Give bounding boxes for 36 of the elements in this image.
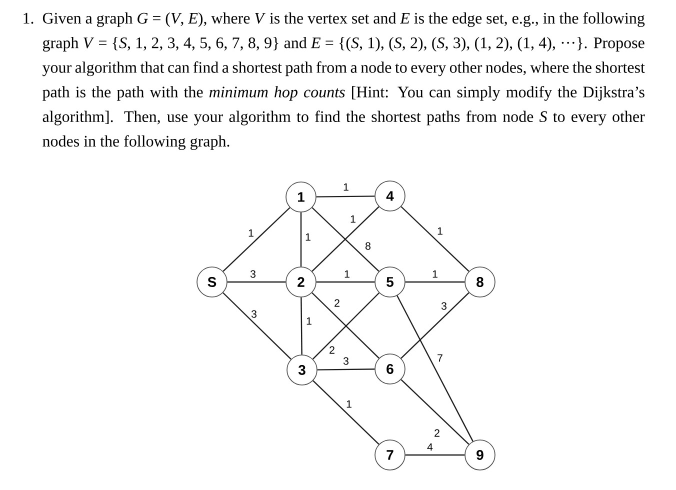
edge-line [222,207,290,272]
edge-label: 1 [306,317,312,325]
edge-label: 1 [438,227,442,235]
edge-label: 1 [344,183,348,191]
edge-label: 2 [334,299,340,307]
edge-line [396,295,474,442]
edge-line [300,297,302,355]
edge-label: 8 [366,242,370,250]
edge-line [316,281,375,283]
edge-line [400,379,470,445]
edge-label: 1 [432,270,438,278]
edge-line [222,292,292,360]
edge-label: 3 [251,310,256,318]
edge-label: 2 [330,346,334,354]
edge-label: 4 [427,443,433,451]
edge-label: 3 [441,302,446,310]
edge-line [227,281,286,283]
edge-line [405,281,465,283]
edge-line [400,292,470,359]
edge-label: 2 [434,429,440,437]
question-text: Given a graph G = (V, E), where V is the vertex set and E is the edge set, e.g., in the following graph V = {S, 1, 2, 3, 4, 5, 6, 7, 8, 9} and E = {(S, 1), (S, 2), (S, 3), (1, 2), (1, 4), ···}. Propose your algorithm that can find a shortest path from a node to every other nodes, where the shortest path is the path with the minimum hop counts [Hint: You can simply modify the Dijkstra’s algorithm]. Then, use your algorithm to find the shortest paths from node S to every other nodes in the following graph. [42,12,645,150]
edge-label: 1 [350,215,356,223]
edge-label: 7 [438,354,442,362]
edge-line [300,212,302,267]
edge-line [405,454,465,456]
question-number: 1. [24,12,34,24]
edge-line [400,206,470,272]
edge-line [317,368,375,370]
edge-line [312,380,380,445]
edge-label: 1 [346,400,352,408]
edge-label: 1 [306,233,310,241]
edge-label: 3 [343,357,348,365]
edge-line [316,196,375,198]
edge-label: 1 [248,229,254,237]
edge-label: 1 [344,270,350,278]
edge-label: 3 [250,270,256,278]
